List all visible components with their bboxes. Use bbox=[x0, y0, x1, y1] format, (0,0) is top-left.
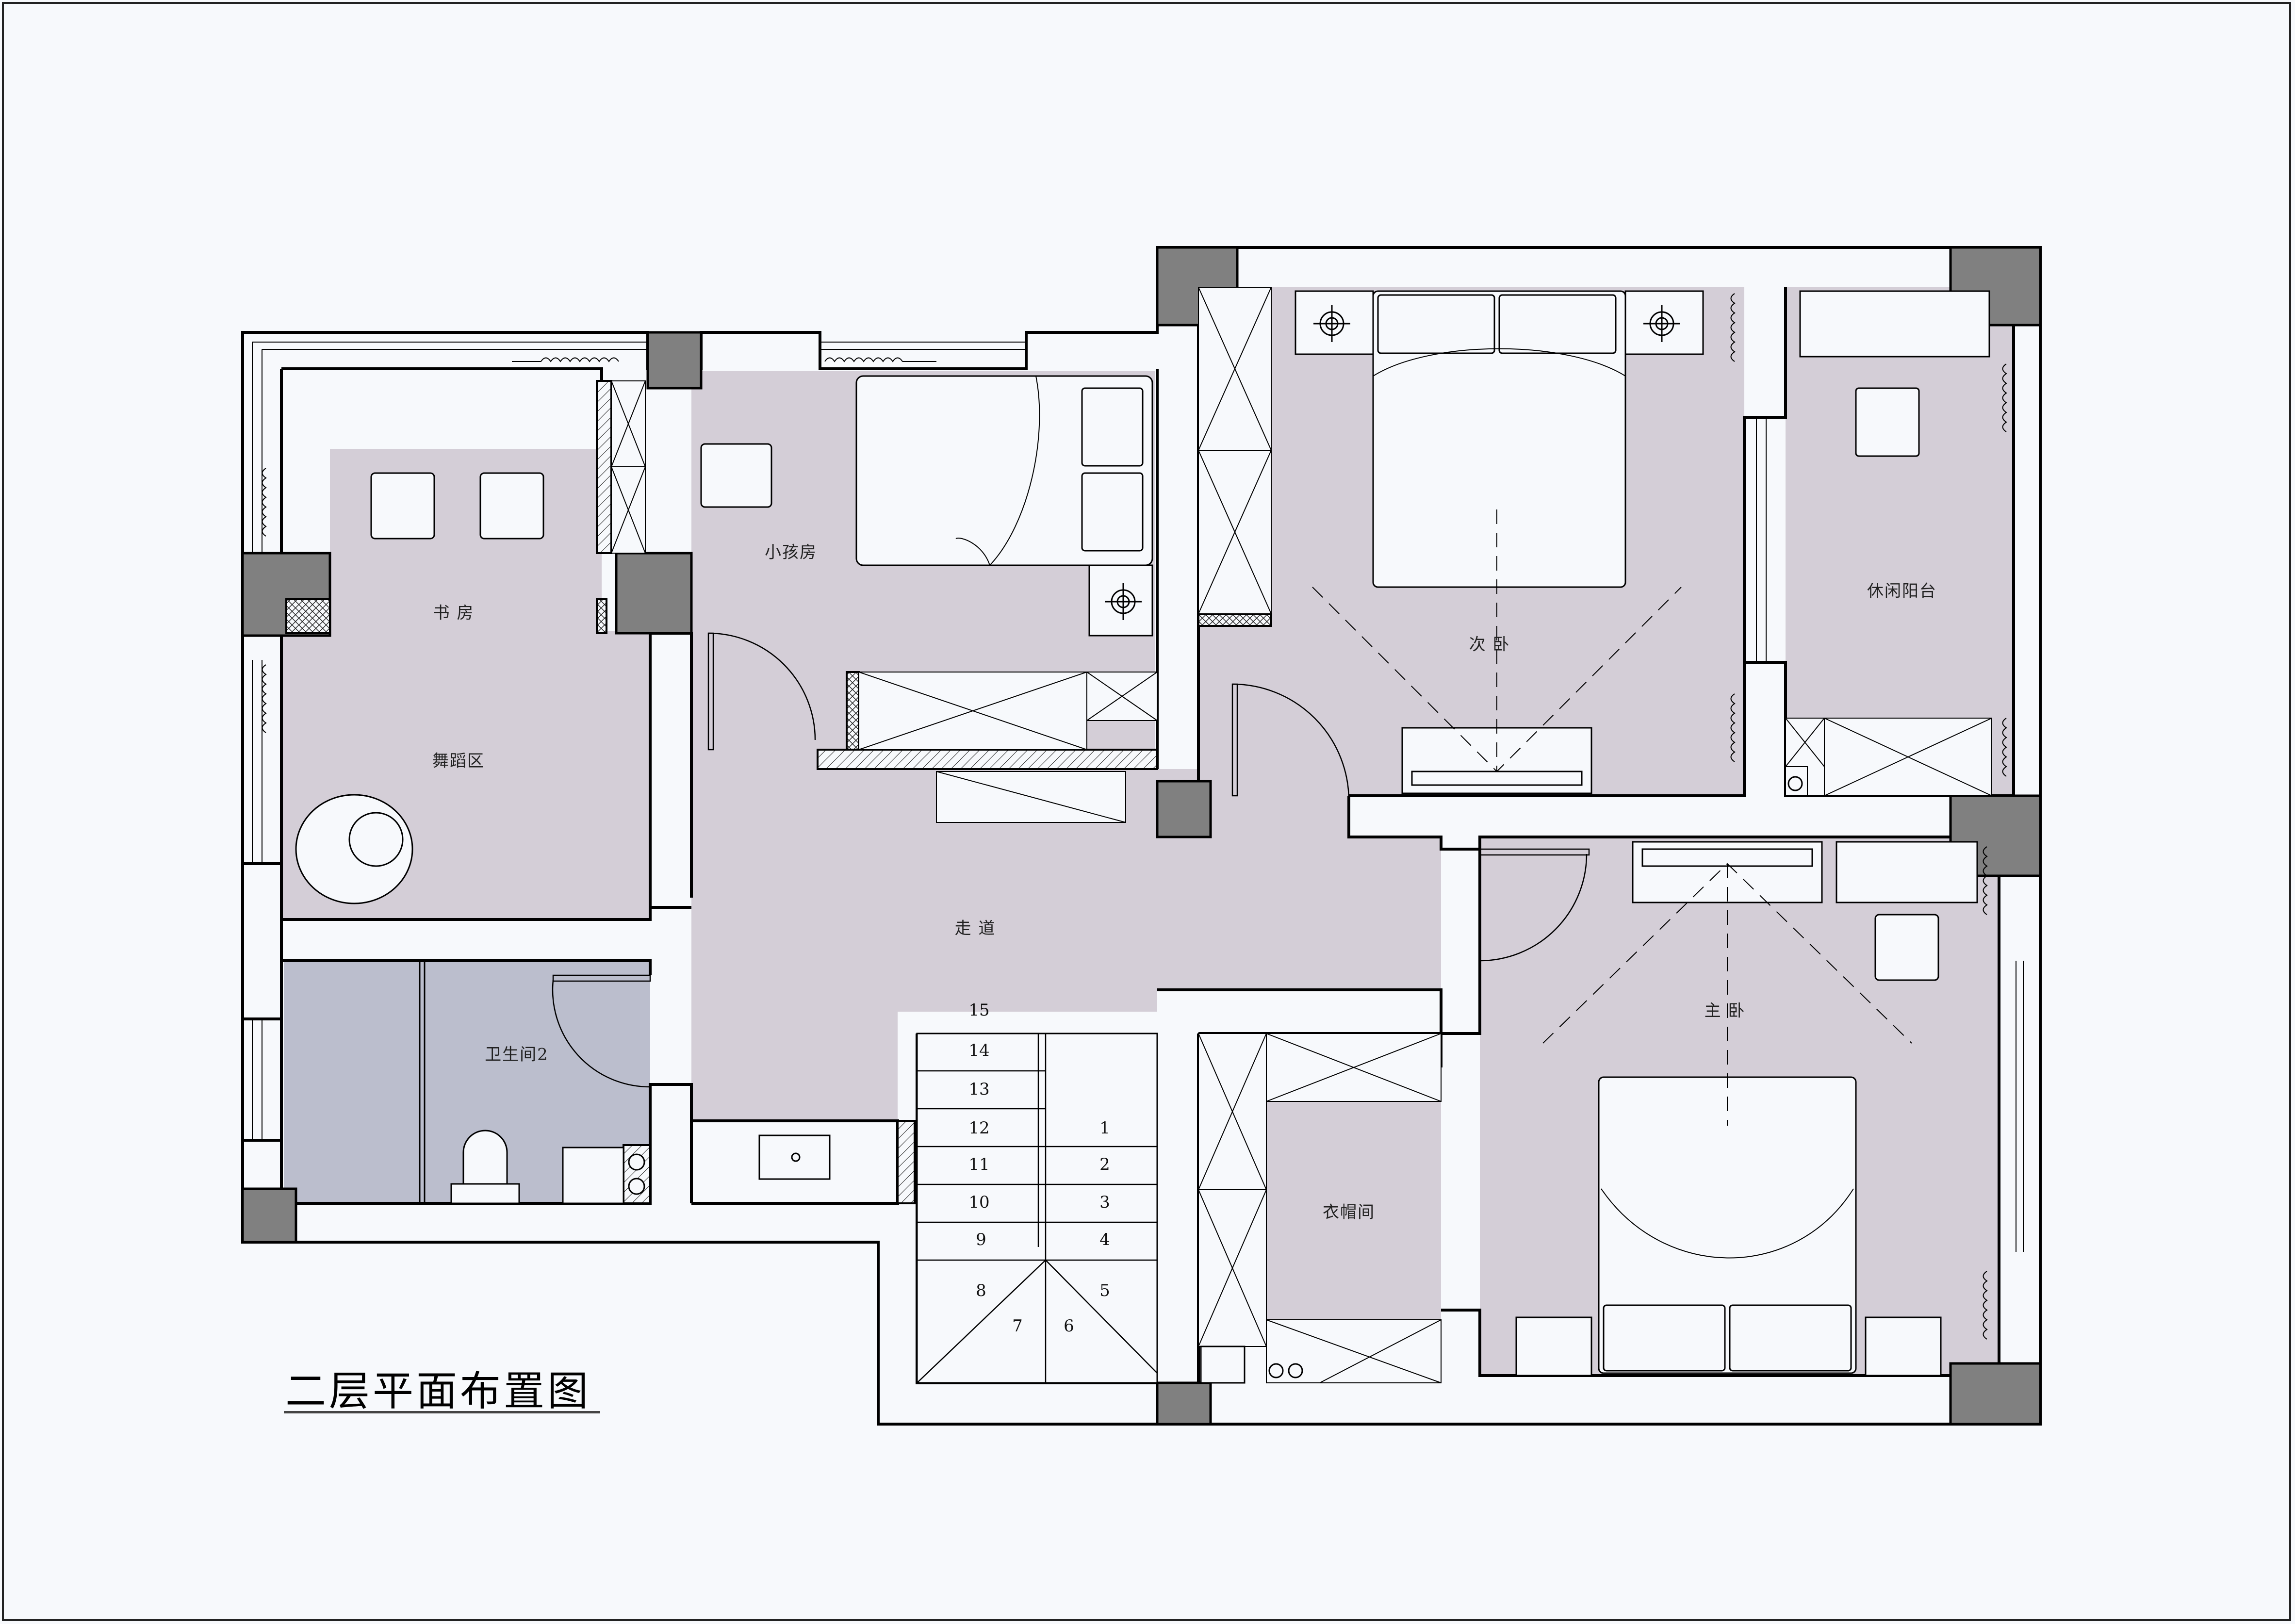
room-balcony-fill bbox=[1786, 287, 2014, 797]
nightstand bbox=[1865, 1316, 1942, 1377]
kids-bed bbox=[855, 375, 1153, 566]
nightstand bbox=[1624, 290, 1704, 355]
room-label-closet: 衣帽间 bbox=[1323, 1202, 1375, 1222]
stair-step-number: 15 bbox=[968, 1001, 990, 1020]
room-label-kids: 小孩房 bbox=[765, 542, 817, 562]
stair-step-number: 1 bbox=[1099, 1118, 1110, 1138]
stair-step-number: 14 bbox=[968, 1041, 990, 1060]
doors bbox=[552, 632, 1590, 1088]
toilet-tank bbox=[450, 1183, 520, 1204]
stair-step-number: 3 bbox=[1099, 1193, 1110, 1212]
washer bbox=[1200, 1345, 1246, 1384]
stair-step-number: 2 bbox=[1099, 1155, 1110, 1174]
furniture bbox=[295, 290, 1990, 1384]
door-master bbox=[1479, 853, 1588, 962]
door-second-bedroom bbox=[1232, 683, 1350, 801]
column bbox=[241, 1187, 297, 1244]
chair bbox=[700, 443, 772, 508]
columns bbox=[241, 246, 2042, 1426]
nightstand bbox=[1088, 564, 1153, 637]
column bbox=[1156, 1381, 1212, 1426]
stair-step-number: 7 bbox=[1012, 1316, 1023, 1336]
pillow bbox=[1081, 387, 1144, 467]
wardrobes bbox=[610, 287, 1992, 1383]
balcony-cabinet bbox=[1799, 290, 1990, 358]
desk bbox=[1836, 841, 1978, 903]
stair-step-number: 6 bbox=[1064, 1316, 1074, 1336]
room-label-corridor: 走 道 bbox=[954, 919, 996, 938]
view-lines bbox=[1312, 509, 1912, 1126]
room-label-study: 书 房 bbox=[433, 603, 475, 623]
room-label-second-bedroom: 次 卧 bbox=[1469, 635, 1510, 655]
stair-step-number: 5 bbox=[1099, 1281, 1110, 1300]
column bbox=[1156, 780, 1212, 838]
chair bbox=[1855, 387, 1920, 457]
basin bbox=[758, 1134, 831, 1180]
room-fills bbox=[281, 287, 2014, 1376]
windows bbox=[252, 342, 2024, 1252]
bed bbox=[1372, 290, 1626, 588]
door-bath bbox=[552, 980, 651, 1088]
pillow bbox=[1081, 472, 1144, 552]
stair-step-number: 11 bbox=[968, 1155, 990, 1174]
door-kids bbox=[708, 632, 816, 740]
chair bbox=[1874, 914, 1939, 981]
lamp-icons bbox=[1105, 305, 1680, 620]
nightstand bbox=[1295, 290, 1374, 355]
stair-step-number: 10 bbox=[968, 1193, 990, 1212]
column bbox=[646, 331, 703, 390]
wardrobe bbox=[1785, 718, 1992, 796]
stair-step-number: 9 bbox=[976, 1230, 986, 1249]
sink bbox=[562, 1147, 624, 1204]
chair bbox=[479, 472, 544, 540]
stair-step-number: 12 bbox=[968, 1118, 990, 1138]
pillow bbox=[1603, 1304, 1726, 1372]
room-corridor-fill bbox=[691, 769, 1441, 1121]
room-label-bath2: 卫生间2 bbox=[485, 1045, 549, 1065]
pillow bbox=[1729, 1304, 1852, 1372]
room-label-dance: 舞蹈区 bbox=[432, 751, 485, 771]
room-label-master: 主 卧 bbox=[1704, 1001, 1746, 1021]
stair-step-number: 8 bbox=[976, 1281, 986, 1300]
column bbox=[615, 552, 693, 635]
room-closet-fill bbox=[1266, 1101, 1441, 1320]
curtains bbox=[262, 293, 2007, 1340]
pillow bbox=[1498, 294, 1617, 354]
drawing-title: 二层平面布置图 bbox=[285, 1367, 591, 1415]
nightstand bbox=[1515, 1316, 1592, 1377]
stair-step-number: 4 bbox=[1099, 1230, 1110, 1249]
pillow bbox=[1377, 294, 1495, 354]
staircase bbox=[916, 1033, 1158, 1384]
column bbox=[1949, 1362, 2042, 1426]
title-underline bbox=[284, 1411, 600, 1413]
chair bbox=[370, 472, 435, 540]
room-label-balcony: 休闲阳台 bbox=[1867, 581, 1937, 601]
stair-step-number: 13 bbox=[968, 1080, 990, 1099]
